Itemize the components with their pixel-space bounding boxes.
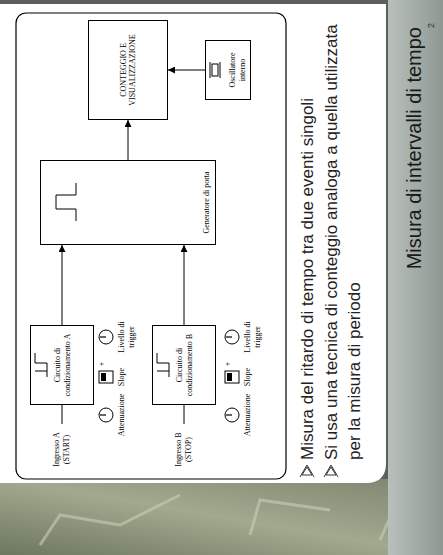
- signal-arrow: [62, 245, 63, 325]
- diagram-panel: [16, 13, 286, 479]
- control-label: Attenuazione: [117, 387, 127, 443]
- bullet-marker: [300, 465, 314, 477]
- gate-pulse-symbol: [56, 183, 76, 221]
- signal-arrow: [128, 120, 129, 160]
- box-text: CONTEGGIO E VISUALIZZAZIONE: [119, 24, 138, 116]
- box-text: Circuito di condizionamento A: [53, 329, 72, 401]
- content-panel: [0, 4, 386, 483]
- control-label: Slope: [117, 362, 127, 392]
- bullet-text: Si usa una tecnica di conteggio analoga …: [320, 15, 366, 460]
- input-wire: [184, 405, 185, 424]
- attenuation-knob: [99, 408, 113, 422]
- bullet-marker: [324, 465, 338, 477]
- gate-generator-box: Generatore di porta: [40, 160, 216, 245]
- crystal-symbol: [220, 62, 221, 78]
- page-number: 2: [426, 23, 437, 47]
- box-text: Circuito di condizionamento B: [175, 329, 194, 401]
- slope-switch: [227, 373, 232, 381]
- signal-arrow: [184, 245, 185, 325]
- control-label: Slope: [243, 362, 253, 392]
- slide-title: Misura di intervalli di tempo: [402, 27, 426, 365]
- oscillator-box: Oscillatore interno: [205, 40, 251, 100]
- trigger-knob: [100, 336, 106, 337]
- slope-switch: [99, 371, 113, 383]
- decorative-photo: [0, 479, 443, 555]
- title-band: [388, 0, 443, 555]
- conditioning-box: Circuito di condizionamento A: [30, 325, 94, 405]
- trigger-knob: [225, 330, 239, 344]
- slope-sign: +: [97, 359, 107, 369]
- attenuation-knob: [225, 408, 239, 422]
- trigger-knob: [226, 336, 232, 337]
- control-label: Livello di trigger: [243, 315, 262, 359]
- control-label: Attenuazione: [243, 387, 253, 443]
- slope-switch: [225, 371, 239, 383]
- attenuation-knob: [100, 414, 106, 415]
- crystal-symbol: [210, 62, 211, 78]
- schmitt-symbol: [35, 353, 47, 377]
- crystal-symbol: [212, 64, 218, 76]
- trigger-knob: [99, 330, 113, 344]
- input-label: Ingresso B (STOP): [174, 425, 193, 474]
- counter-display-box: CONTEGGIO E VISUALIZZAZIONE: [88, 20, 168, 120]
- signal-arrow: [168, 70, 205, 71]
- control-label: Livello di trigger: [117, 315, 136, 359]
- decorative-photo: [40, 495, 400, 545]
- slope-switch: [101, 373, 106, 381]
- bullet-text: Misura del ritardo di tempo tra due even…: [296, 10, 319, 460]
- conditioning-box: Circuito di condizionamento B: [152, 325, 216, 405]
- box-text: Oscillatore interno: [228, 44, 247, 96]
- attenuation-knob: [226, 414, 232, 415]
- slope-sign: +: [223, 359, 233, 369]
- box-text: Generatore di porta: [202, 171, 212, 233]
- input-wire: [62, 405, 63, 424]
- input-label: Ingresso A (START): [52, 425, 71, 474]
- schmitt-symbol: [157, 353, 169, 377]
